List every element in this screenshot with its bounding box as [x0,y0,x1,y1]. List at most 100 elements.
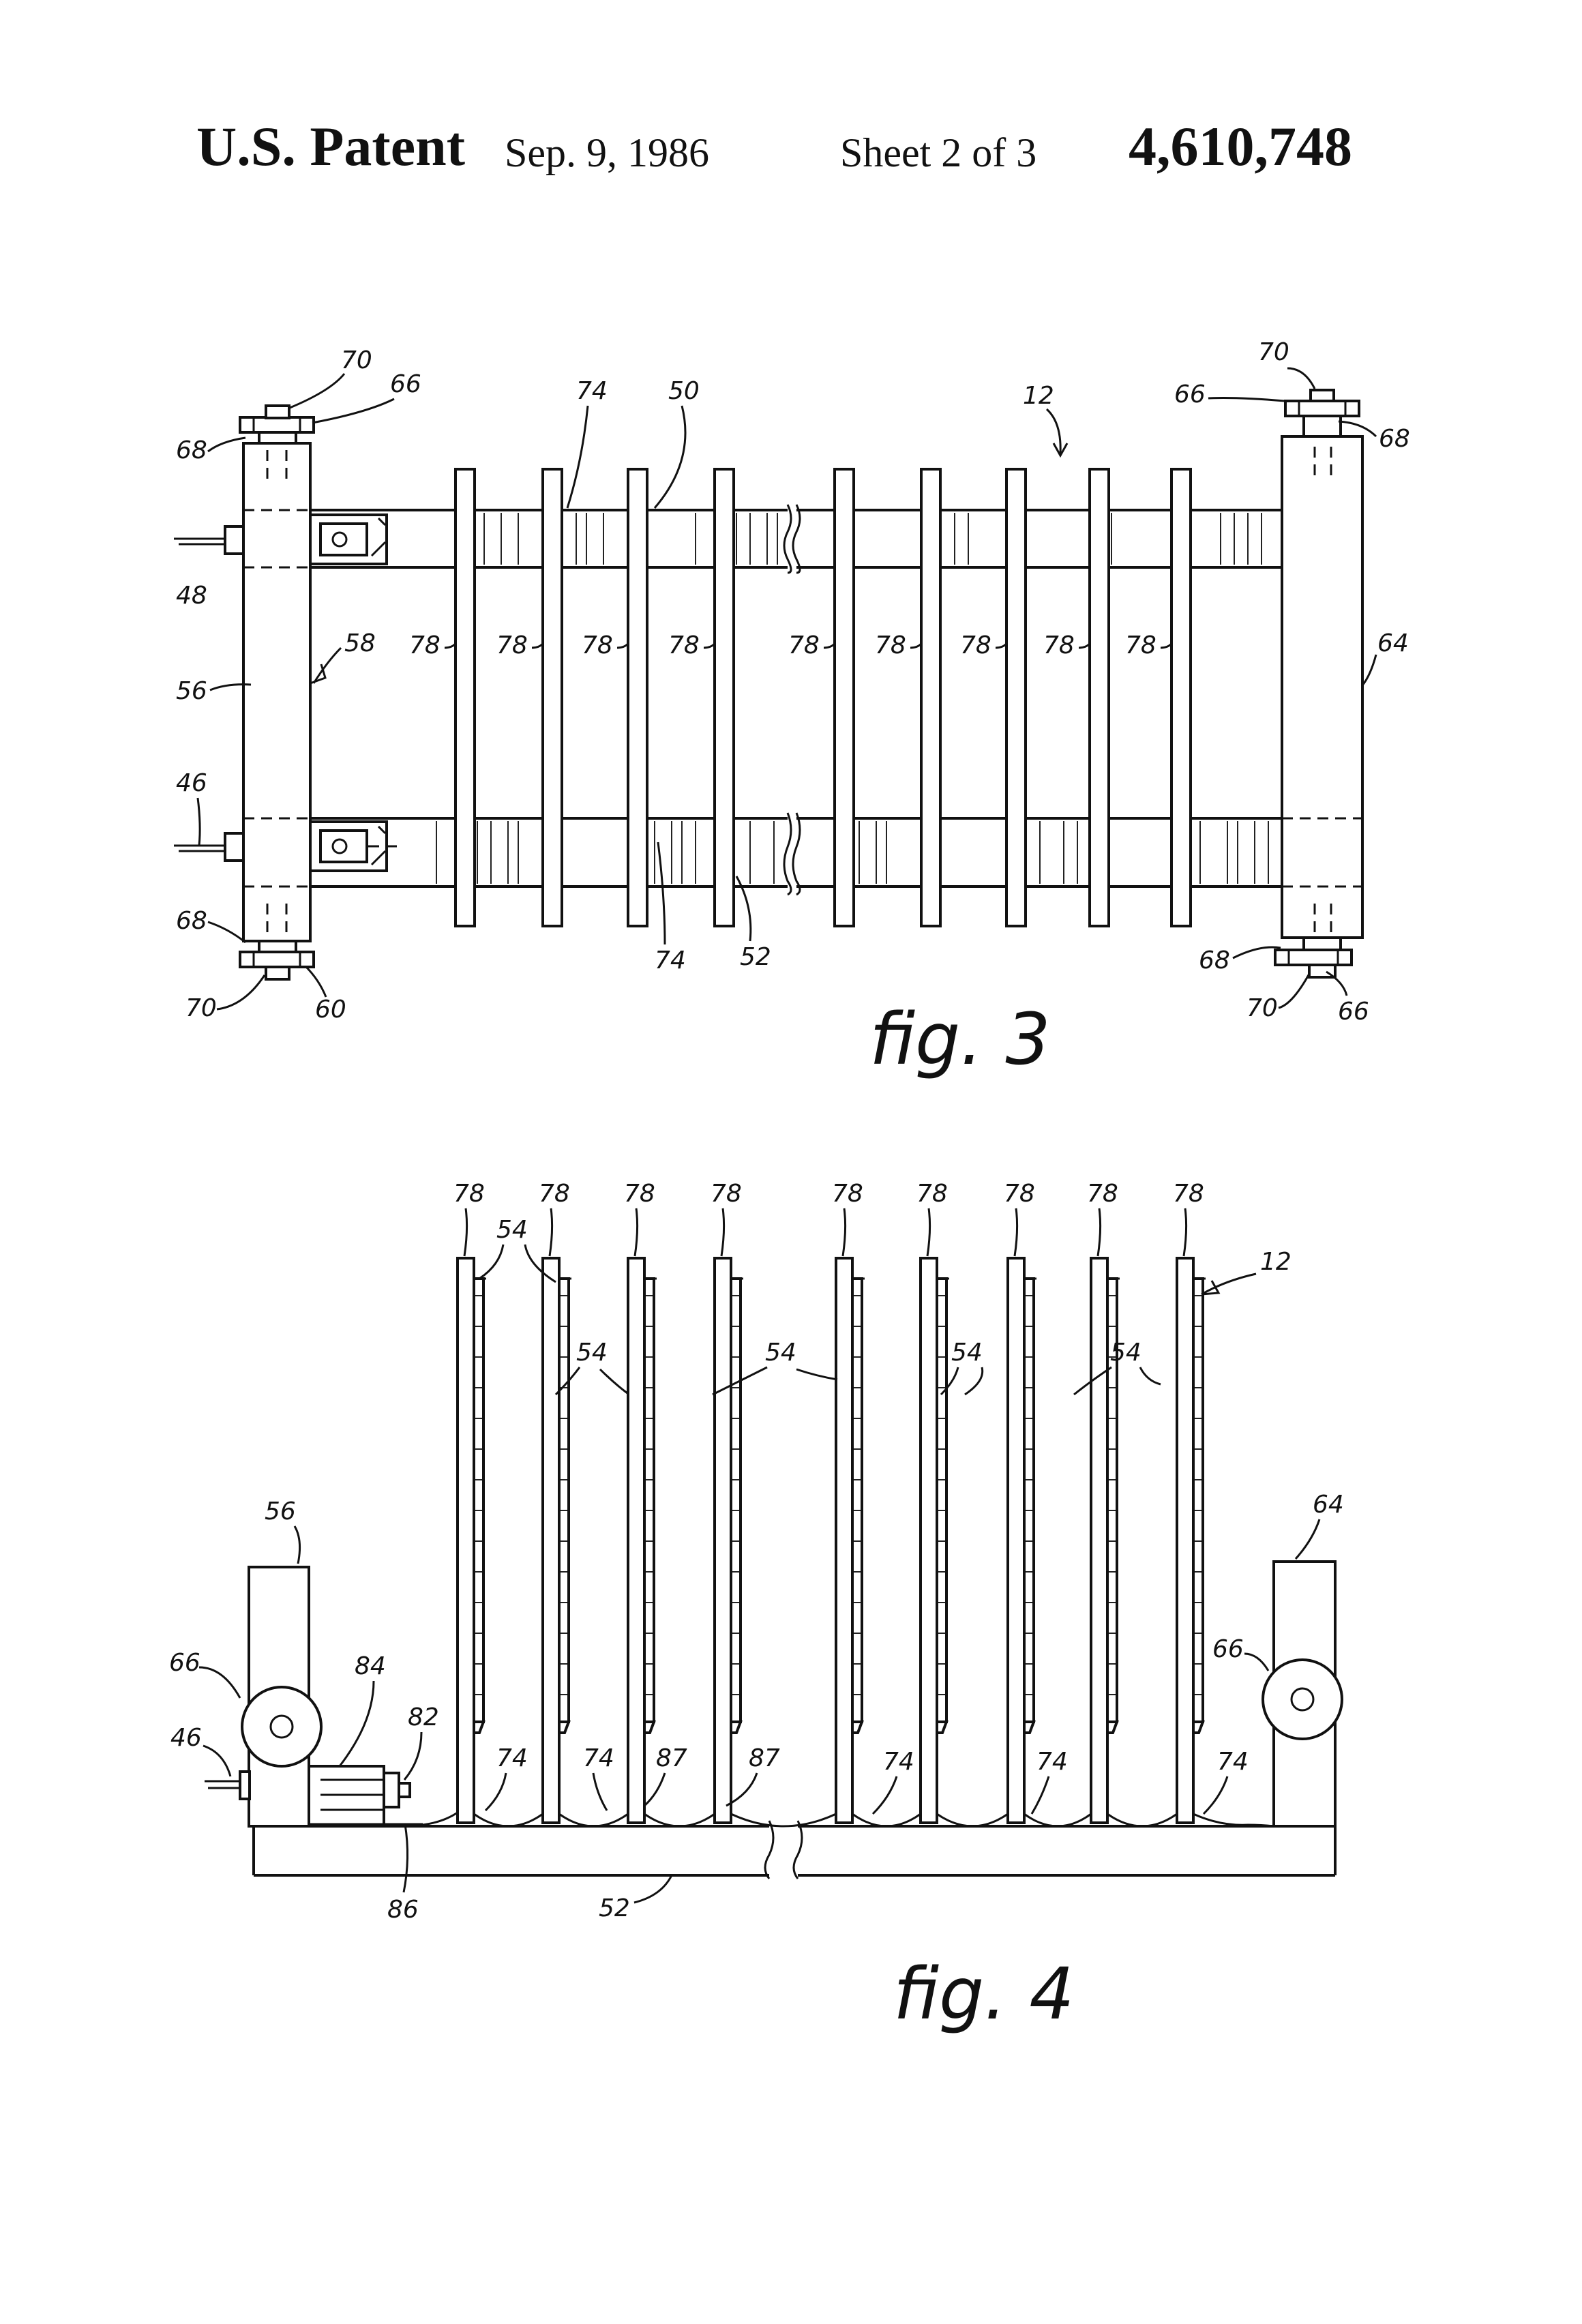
ref-70-top-right: 70 [1258,338,1289,366]
guide-54-6 [937,1279,946,1722]
wheel-66-right [1263,1660,1342,1739]
ref-68-top-left: 68 [176,436,207,464]
ref-66-top-right: 66 [1174,381,1206,408]
ref-50: 50 [668,377,700,405]
plate-label-78-fig4-3: 78 [624,1180,655,1208]
bracket-lower [310,822,402,871]
ref-54-a: 54 [496,1216,528,1244]
plate-78-top-2 [543,469,562,926]
base-rail-52 [254,1821,1335,1879]
figure-3: 787878787878787878 70 66 68 74 50 12 70 … [174,338,1410,1081]
plate-78-side-1 [458,1258,474,1823]
ref-66-bottom-right: 66 [1338,998,1369,1026]
plate-label-78-fig3-2: 78 [496,631,528,659]
ref-82: 82 [408,1703,439,1731]
plate-label-78-fig4-6: 78 [916,1180,948,1208]
ref-84: 84 [355,1652,386,1680]
ref-66-right: 66 [1212,1635,1244,1663]
guide-54-3 [644,1279,654,1722]
plate-label-78-fig3-6: 78 [875,631,906,659]
ref-74-bottom: 74 [655,947,686,974]
plate-78-top-4 [715,469,734,926]
plates-78-side-view [458,1258,1206,1823]
bracket-upper [310,515,387,564]
gear-bottom-left [240,941,314,979]
plate-label-78-fig3-4: 78 [668,631,700,659]
ref-54-c: 54 [765,1339,796,1367]
plate-78-side-5 [836,1258,852,1823]
ref-60: 60 [315,996,346,1024]
ref-68-bottom-right: 68 [1199,947,1230,974]
guide-54-2 [559,1279,569,1722]
plate-78-top-5 [835,469,854,926]
plates-78-top-view: 787878787878787878 [409,469,1191,926]
guide-54-1 [474,1279,483,1722]
ref-54-d: 54 [951,1339,983,1367]
ref-56-fig4: 56 [265,1498,296,1525]
gear-bottom-right [1275,938,1352,977]
plate-label-78-fig4-4: 78 [711,1180,742,1208]
guide-54-4 [731,1279,741,1722]
ref-70-top-left: 70 [341,346,372,374]
ref-74-1: 74 [496,1744,528,1772]
plate-78-top-7 [1006,469,1026,926]
ref-74-5: 74 [1217,1748,1249,1776]
plate-label-78-fig3-8: 78 [1043,631,1075,659]
shaft-48 [174,526,243,554]
ref-68-top-right: 68 [1379,425,1410,453]
guide-54-5 [852,1279,862,1722]
figure-3-caption: fig. 3 [869,998,1050,1081]
plate-78-side-3 [628,1258,644,1823]
shaft-46 [174,833,243,861]
ref-46-fig3: 46 [176,769,207,797]
ref-87-a: 87 [656,1744,687,1772]
ref-74-3: 74 [883,1748,914,1776]
ref-56-fig3: 56 [176,677,207,705]
fig4-plate-labels: 787878787878787878 [453,1180,1204,1256]
plate-78-top-9 [1171,469,1191,926]
ref-70-bottom-left: 70 [185,994,217,1022]
plate-label-78-fig3-7: 78 [960,631,991,659]
gear-top-left [240,406,314,443]
gear-top-right [1285,390,1359,436]
plate-label-78-fig4-2: 78 [539,1180,570,1208]
guide-54-9 [1193,1279,1203,1722]
plate-78-top-1 [456,469,475,926]
ref-64-fig4: 64 [1313,1491,1344,1519]
ref-58: 58 [344,629,376,657]
ref-48: 48 [176,582,207,610]
plate-label-78-fig4-1: 78 [453,1180,485,1208]
ref-86: 86 [387,1896,419,1924]
plate-78-side-4 [715,1258,731,1823]
plate-78-top-3 [628,469,647,926]
ref-66-top-left: 66 [390,370,421,398]
figure-4: 787878787878787878 12 54 54 54 54 54 [169,1180,1344,2036]
ref-66-left: 66 [169,1649,200,1677]
rail-50 [300,505,1282,573]
plate-label-78-fig4-7: 78 [1004,1180,1035,1208]
plate-78-side-9 [1177,1258,1193,1823]
wheel-66-left [242,1687,321,1766]
plate-label-78-fig4-8: 78 [1087,1180,1118,1208]
ref-74-2: 74 [583,1744,614,1772]
plate-78-side-7 [1008,1258,1024,1823]
roller-56 [243,443,310,941]
plate-78-side-8 [1091,1258,1107,1823]
plate-78-top-6 [921,469,940,926]
ref-12-fig4: 12 [1260,1248,1292,1276]
plate-label-78-fig4-9: 78 [1173,1180,1204,1208]
ref-54-b: 54 [576,1339,608,1367]
ref-74-4: 74 [1036,1748,1068,1776]
ref-64-fig3: 64 [1377,629,1409,657]
plate-label-78-fig3-9: 78 [1125,631,1156,659]
guide-54-7 [1024,1279,1034,1722]
shaft-46-side [205,1772,250,1799]
ref-74-top: 74 [576,377,608,405]
plate-78-top-8 [1090,469,1109,926]
plate-78-side-2 [543,1258,559,1823]
ref-52-fig3: 52 [740,943,771,971]
ref-52-fig4: 52 [599,1894,630,1922]
ref-68-bottom-left: 68 [176,907,207,935]
